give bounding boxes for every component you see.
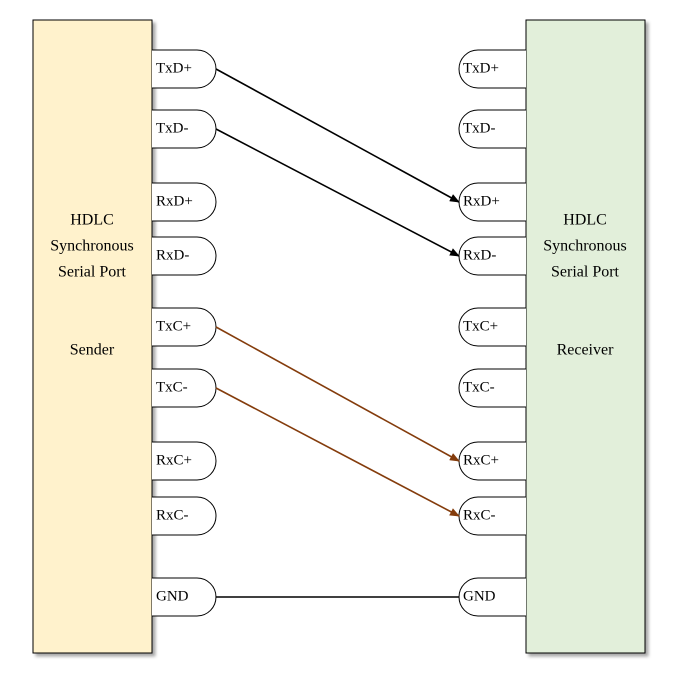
sender-pin-label: TxC+ xyxy=(156,318,191,334)
sender-pin-label: GND xyxy=(156,588,189,604)
sender-label-line: HDLC xyxy=(70,212,114,229)
receiver-pin: GND xyxy=(458,577,526,617)
sender-pin-label: TxC- xyxy=(156,379,188,395)
receiver-pin-label: RxD- xyxy=(463,247,496,263)
receiver-pin-label: TxD+ xyxy=(463,60,499,76)
receiver-pin: TxD+ xyxy=(458,49,526,89)
sender-box xyxy=(32,19,153,654)
sender-pin-shape xyxy=(152,577,217,617)
sender-pin-label: RxC+ xyxy=(156,452,192,468)
receiver-label-line: Serial Port xyxy=(551,264,620,281)
receiver-label-line: Synchronous xyxy=(543,238,627,255)
sender-pin: TxC- xyxy=(152,368,217,408)
sender-pin: TxD- xyxy=(152,109,217,149)
connection-TxD+-to-RxD+ xyxy=(215,68,460,203)
sender-pin: TxD+ xyxy=(152,49,217,89)
sender-pin: TxC+ xyxy=(152,307,217,347)
receiver-pin-shape xyxy=(458,49,526,89)
receiver-pin-label: TxC+ xyxy=(463,318,498,334)
receiver-pin: RxD- xyxy=(458,236,526,276)
receiver-pin-label: RxC+ xyxy=(463,452,499,468)
sender-pin-label: RxC- xyxy=(156,507,189,523)
receiver-pin: TxD- xyxy=(458,109,526,149)
connection-TxC+-to-RxC+ xyxy=(215,326,460,462)
receiver-label-line: Receiver xyxy=(557,342,615,359)
sender-pin-shape xyxy=(152,182,217,222)
sender-pin-label: TxD- xyxy=(156,120,189,136)
receiver-pin-shape xyxy=(458,577,526,617)
sender-pin: RxD+ xyxy=(152,182,217,222)
receiver-pin: TxC+ xyxy=(458,307,526,347)
receiver-pin-label: TxC- xyxy=(463,379,495,395)
sender-pin-shape xyxy=(152,307,217,347)
sender-pin-label: RxD+ xyxy=(156,193,193,209)
receiver-pin-shape xyxy=(458,368,526,408)
connection-TxD--to-RxD- xyxy=(215,128,460,257)
connection-TxC--to-RxC- xyxy=(215,387,460,517)
connections xyxy=(215,68,460,598)
sender-label-line: Synchronous xyxy=(50,238,134,255)
receiver-pin: TxC- xyxy=(458,368,526,408)
sender-pin: RxC- xyxy=(152,496,217,536)
sender-pin-label: RxD- xyxy=(156,247,189,263)
receiver-pin-label: RxD+ xyxy=(463,193,500,209)
sender-pin-shape xyxy=(152,49,217,89)
sender-pin-shape xyxy=(152,236,217,276)
receiver-pin: RxD+ xyxy=(458,182,526,222)
receiver-pin-shape xyxy=(458,307,526,347)
sender-pin-shape xyxy=(152,496,217,536)
receiver-pin: RxC- xyxy=(458,496,526,536)
sender-label-line: Serial Port xyxy=(58,264,127,281)
receiver-pin-label: TxD- xyxy=(463,120,496,136)
receiver-pin-label: RxC- xyxy=(463,507,496,523)
sender-pin-shape xyxy=(152,441,217,481)
sender-pin: RxC+ xyxy=(152,441,217,481)
sender-pin-shape xyxy=(152,368,217,408)
sender-pin-shape xyxy=(152,109,217,149)
receiver-label-line: HDLC xyxy=(563,212,607,229)
sender-pin-label: TxD+ xyxy=(156,60,192,76)
receiver-pin-shape xyxy=(458,109,526,149)
receiver-pin: RxC+ xyxy=(458,441,526,481)
receiver-pin-label: GND xyxy=(463,588,496,604)
sender-label-line: Sender xyxy=(70,342,115,359)
receiver-box xyxy=(525,19,646,654)
sender-pin: RxD- xyxy=(152,236,217,276)
sender-pin: GND xyxy=(152,577,217,617)
